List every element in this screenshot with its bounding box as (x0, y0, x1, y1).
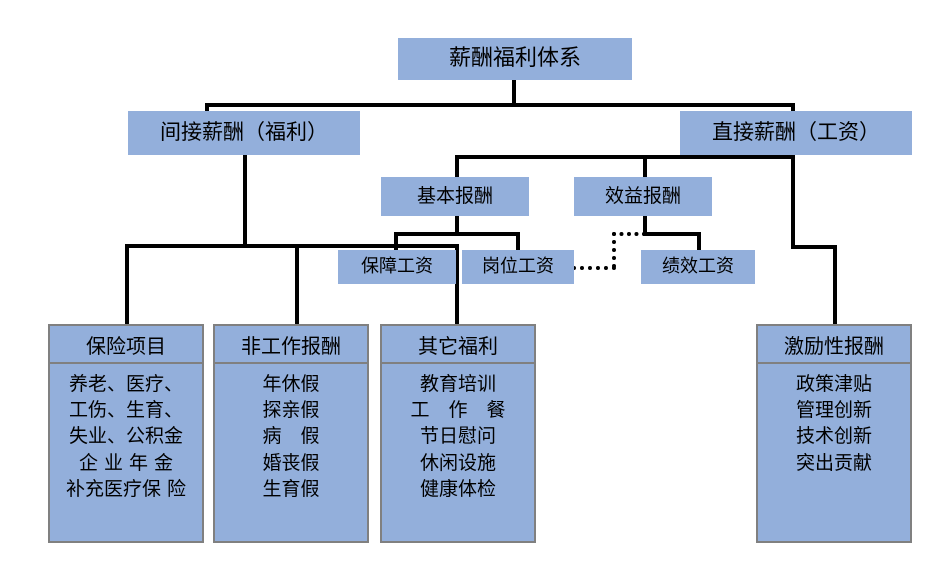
node-post-wage[interactable]: 岗位工资 (462, 250, 574, 284)
list-item: 婚丧假 (262, 451, 320, 474)
connector-perf-drop (643, 155, 647, 177)
connector-basic-drop (455, 155, 459, 177)
list-item: 节日慰问 (419, 425, 496, 448)
node-basic-pay[interactable]: 基本报酬 (381, 177, 529, 216)
connector-level2-right-drop (791, 103, 795, 111)
panel-insurance-body: 养老、医疗、 工伤、生育、 失业、公积金 企 业 年 金 补充医疗保 险 (50, 364, 202, 541)
node-merit-wage[interactable]: 绩效工资 (641, 250, 755, 284)
connector-post-drop (516, 232, 520, 250)
list-item: 年休假 (262, 373, 320, 395)
panel-incentive-pay[interactable]: 激励性报酬 政策津贴 管理创新 技术创新 突出贡献 (756, 324, 912, 543)
panel-insurance[interactable]: 保险项目 养老、医疗、 工伤、生育、 失业、公积金 企 业 年 金 补充医疗保 … (48, 324, 204, 543)
list-item: 探亲假 (262, 399, 320, 422)
list-item: 政策津贴 (795, 373, 872, 395)
panel-incentive-pay-body: 政策津贴 管理创新 技术创新 突出贡献 (758, 364, 910, 541)
panel-incentive-pay-header: 激励性报酬 (758, 326, 910, 364)
list-item: 工伤、生育、 (68, 399, 183, 422)
node-root[interactable]: 薪酬福利体系 (398, 38, 632, 80)
list-item: 教育培训 (419, 373, 496, 395)
connector-benefits-drop-3 (455, 244, 459, 324)
connector-direct-bus (455, 155, 795, 159)
connector-basic-sub-bus (394, 232, 520, 236)
list-item: 养老、医疗、 (68, 373, 183, 395)
node-indirect-compensation[interactable]: 间接薪酬（福利） (128, 111, 360, 155)
connector-level2-left-drop (205, 103, 209, 111)
connector-benefits-drop-2 (295, 244, 299, 324)
list-item: 补充医疗保 险 (65, 477, 187, 500)
list-item: 健康体检 (419, 477, 496, 500)
list-item: 休闲设施 (419, 451, 496, 474)
panel-non-working-pay-header: 非工作报酬 (215, 326, 367, 364)
connector-post-to-perf-dotted-h (572, 266, 616, 270)
connector-post-to-perf-dotted-v (612, 232, 616, 268)
connector-direct-stem (791, 155, 795, 249)
connector-level2-bus (205, 103, 795, 107)
panel-other-benefits[interactable]: 其它福利 教育培训 工 作 餐 节日慰问 休闲设施 健康体检 (380, 324, 536, 543)
connector-basic-stem (455, 216, 459, 234)
node-direct-compensation[interactable]: 直接薪酬（工资） (680, 111, 912, 155)
connector-benefits-bus (125, 244, 459, 248)
connector-benefits-drop-1 (125, 244, 129, 324)
list-item: 病 假 (262, 425, 320, 448)
list-item: 技术创新 (795, 425, 872, 448)
panel-other-benefits-header: 其它福利 (382, 326, 534, 364)
list-item: 管理创新 (795, 399, 872, 422)
panel-non-working-pay[interactable]: 非工作报酬 年休假 探亲假 病 假 婚丧假 生育假 (213, 324, 369, 543)
panel-non-working-pay-body: 年休假 探亲假 病 假 婚丧假 生育假 (215, 364, 367, 541)
panel-other-benefits-body: 教育培训 工 作 餐 节日慰问 休闲设施 健康体检 (382, 364, 534, 541)
list-item: 工 作 餐 (410, 399, 506, 422)
node-performance-pay[interactable]: 效益报酬 (574, 177, 712, 216)
connector-perf-stem (643, 216, 647, 234)
connector-root-stem (512, 80, 516, 106)
list-item: 突出贡献 (795, 451, 872, 474)
list-item: 生育假 (262, 477, 320, 500)
connector-guarantee-drop (394, 232, 398, 250)
connector-indirect-stem (243, 155, 247, 247)
connector-incentive-elbow-v (833, 245, 837, 325)
connector-post-to-perf-dotted-top (612, 232, 646, 236)
node-guarantee-wage[interactable]: 保障工资 (338, 250, 456, 284)
panel-insurance-header: 保险项目 (50, 326, 202, 364)
connector-incentive-elbow-h (791, 245, 837, 249)
list-item: 企 业 年 金 (78, 451, 174, 474)
list-item: 失业、公积金 (68, 425, 183, 448)
connector-perf-sub-bus (643, 232, 701, 236)
connector-merit-drop (697, 232, 701, 250)
